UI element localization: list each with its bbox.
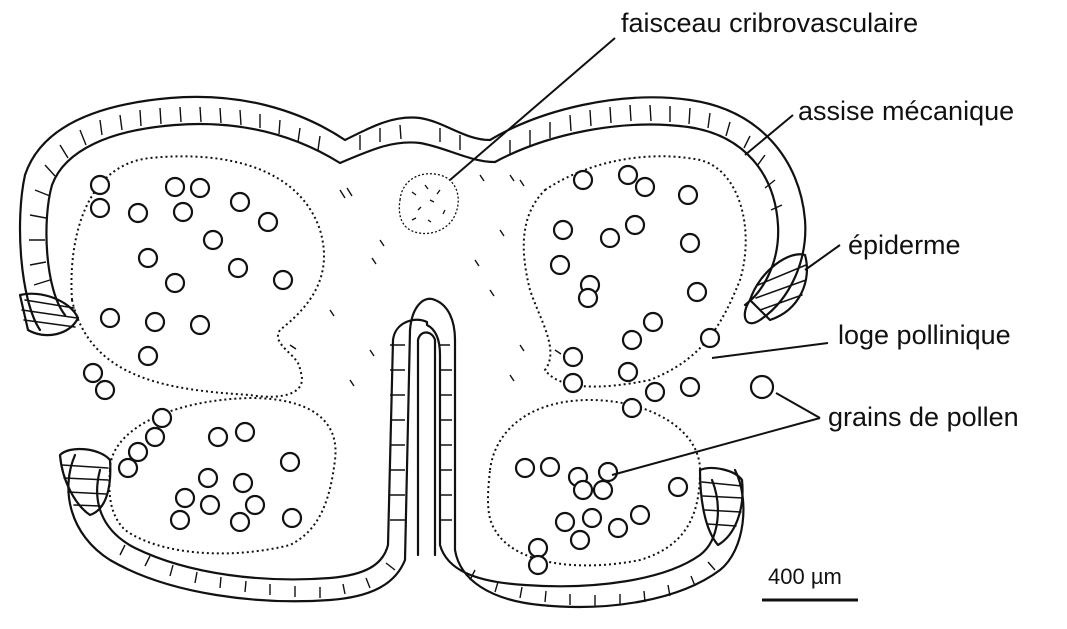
pollen-grains-bottom-right [516, 458, 687, 574]
pollen-sac-bottom-right [488, 400, 700, 565]
label-assise-mecanique: assise mécanique [798, 98, 1014, 125]
vascular-bundle [399, 174, 458, 234]
leader-loge [712, 343, 828, 358]
leader-grains-1 [776, 393, 820, 418]
leader-grains-2 [612, 418, 820, 475]
label-grains-de-pollen: grains de pollen [828, 404, 1019, 431]
epidermis-cap-bottom-right [700, 468, 743, 545]
leader-faisceau [450, 38, 615, 180]
scale-bar-label: 400 µm [768, 566, 842, 588]
epidermis-cap-top-right [750, 254, 807, 320]
label-loge-pollinique: loge pollinique [838, 322, 1011, 349]
pollen-grains-bottom-left [119, 409, 301, 531]
leader-epiderme [805, 245, 840, 270]
pollen-grains-top-right [551, 166, 773, 417]
pollen-sac-bottom-left [109, 398, 335, 553]
label-faisceau-cribrovasculaire: faisceau cribrovasculaire [621, 10, 918, 37]
pollen-grains-top-left [84, 176, 292, 399]
leader-assise [745, 115, 793, 155]
label-epiderme: épiderme [848, 232, 961, 259]
central-groove-inner [418, 333, 435, 556]
